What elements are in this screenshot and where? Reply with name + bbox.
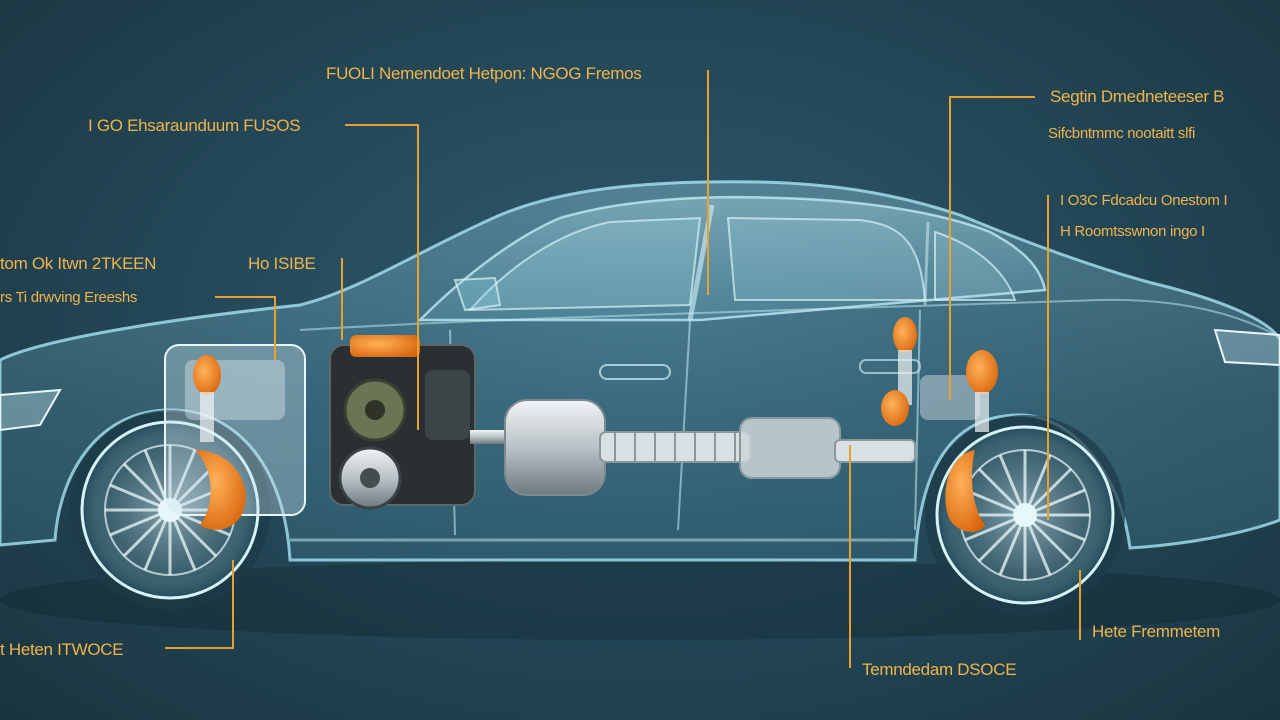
drive-shaft-icon [470, 399, 916, 496]
rear-door-window [726, 216, 927, 301]
headlight [0, 388, 62, 432]
label-bottom-left: t Heten ITWOCE [0, 640, 124, 659]
side-mirror [453, 276, 502, 312]
label-left-subtitle: rs Ti drwving Ereeshs [0, 289, 138, 306]
label-mid-right-subtitle: H Roomtsswnon ingo I [1060, 223, 1205, 240]
front-suspension-icon [164, 344, 306, 516]
label-top-center: FUOLI Nemendoet Hetpon: NGOG Fremos [326, 64, 642, 83]
front-brake-caliper-icon [195, 450, 246, 530]
engine-block-icon [329, 335, 476, 510]
leader-lines [165, 70, 1081, 668]
label-left-title: tom Ok Itwn 2TKEEN [0, 254, 157, 273]
rear-suspension-icon [881, 317, 998, 432]
front-door-window [467, 216, 702, 312]
taillight [1213, 328, 1280, 367]
front-door-handle [599, 364, 671, 380]
body-crease [299, 298, 1276, 336]
rear-brake-caliper-icon [945, 450, 985, 532]
label-top-right-title: Segtin Dmedneteeser B [1050, 87, 1225, 106]
label-top-right-subtitle: Sifcbntmmc nootaitt slfi [1048, 125, 1196, 142]
label-bottom-right: Hete Fremmetem [1092, 622, 1221, 641]
rear-door-handle [859, 359, 921, 374]
c-pillar [923, 221, 930, 306]
label-top-left: I GO Ehsaraunduum FUSOS [88, 116, 301, 135]
rear-wheel [925, 415, 1125, 615]
label-mid-right-title: I O3C Fdcadcu Onestom I [1060, 192, 1228, 209]
label-engine-tag: Ho ISIBE [248, 254, 316, 273]
label-bottom-center: Temndedam DSOCE [862, 660, 1017, 679]
